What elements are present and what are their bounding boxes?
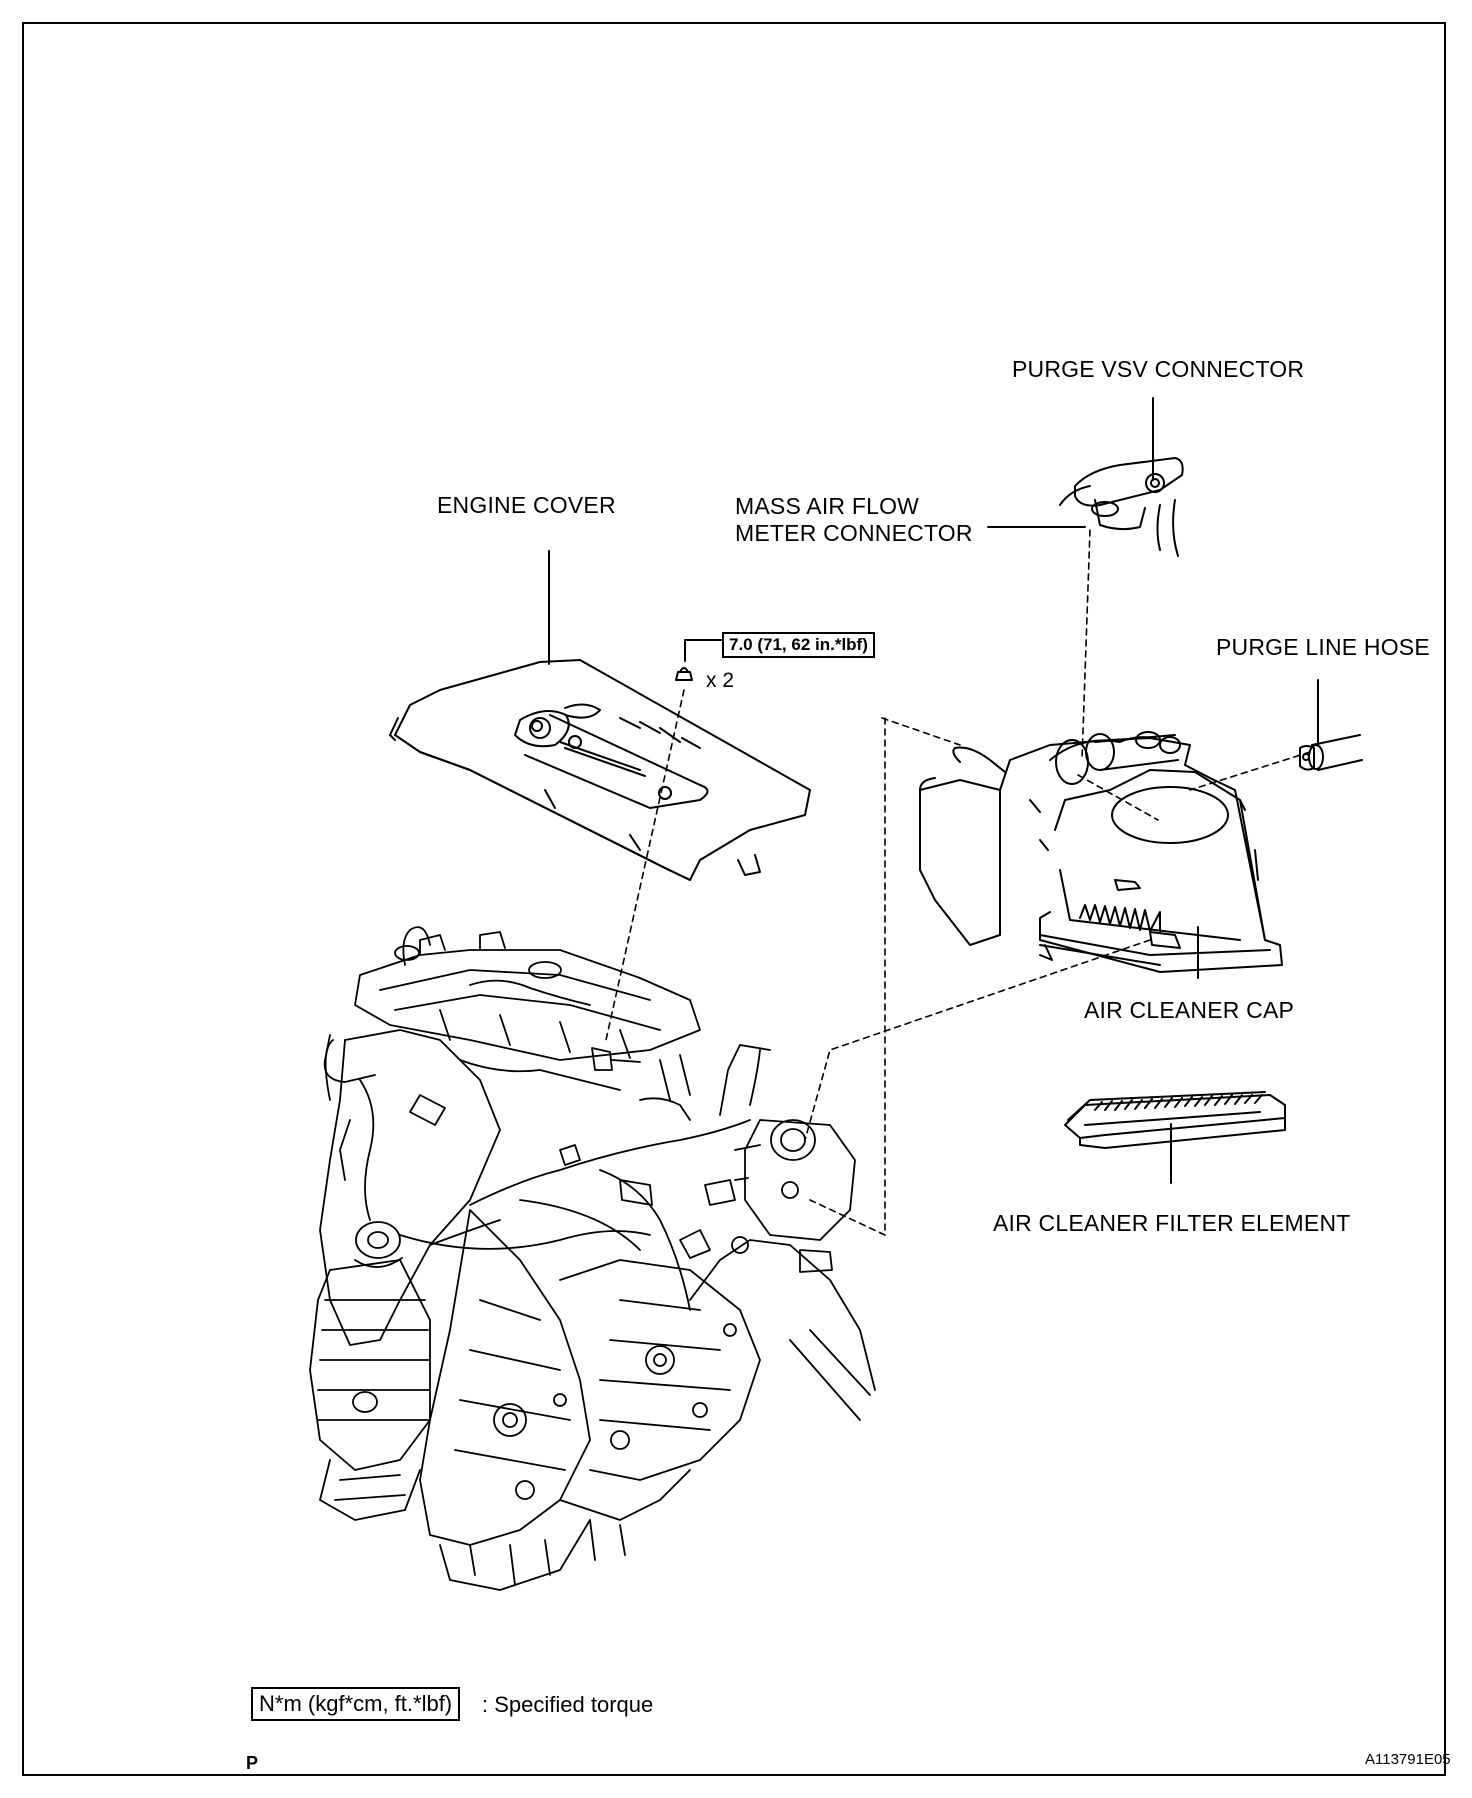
- purge-vsv-connector-label: PURGE VSV CONNECTOR: [1012, 356, 1305, 382]
- torque-legend-text: : Specified torque: [482, 1692, 654, 1717]
- bolt-quantity: x 2: [706, 669, 735, 692]
- purge-line-hose-drawing: [1299, 734, 1363, 771]
- air-cleaner-filter-element-label: AIR CLEANER FILTER ELEMENT: [993, 1210, 1351, 1236]
- figure-id: A113791E05: [1365, 1751, 1451, 1768]
- air-cleaner-cap-drawing: [919, 731, 1283, 973]
- mass-air-flow-label-line1: MASS AIR FLOW: [735, 493, 920, 519]
- mass-air-flow-label-line2: METER CONNECTOR: [735, 520, 973, 546]
- purge-vsv-connector-drawing: [1059, 457, 1184, 557]
- leader-lines: [548, 397, 1319, 1184]
- diagram-frame: [22, 22, 1446, 1776]
- torque-spec-box: 7.0 (71, 62 in.*lbf): [722, 632, 875, 658]
- engine-cover-drawing: [389, 659, 811, 881]
- assembly-dashed-lines: [605, 529, 1311, 1236]
- air-cleaner-cap-label: AIR CLEANER CAP: [1084, 997, 1295, 1023]
- torque-legend-box: N*m (kgf*cm, ft.*lbf): [251, 1687, 461, 1721]
- bolt-symbol: [675, 667, 693, 681]
- purge-line-hose-label: PURGE LINE HOSE: [1216, 634, 1430, 660]
- air-cleaner-filter-element-drawing: [1064, 1091, 1286, 1149]
- page-mark: P: [246, 1753, 259, 1773]
- engine-cover-label: ENGINE COVER: [437, 492, 616, 518]
- engine-block-drawing: [309, 926, 876, 1591]
